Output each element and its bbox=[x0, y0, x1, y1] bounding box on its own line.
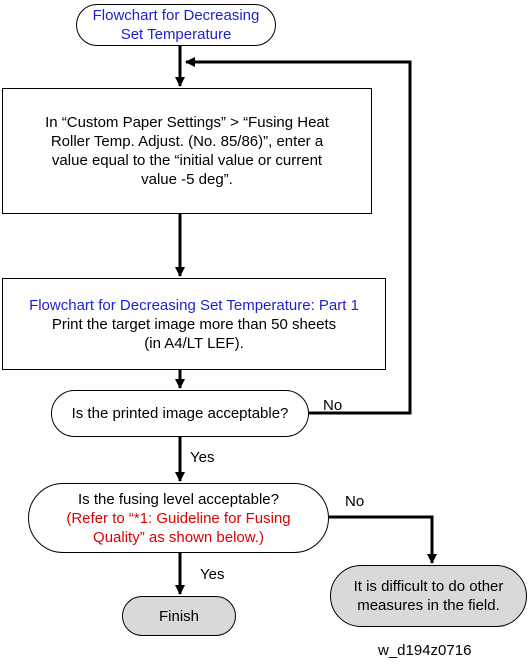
title-line-2: Set Temperature bbox=[120, 26, 232, 43]
step2-line-2: (in A4/LT LEF). bbox=[144, 334, 244, 352]
finish-terminal: Finish bbox=[122, 596, 236, 636]
title-line-1: Flowchart for Decreasing bbox=[92, 7, 260, 24]
decision2-note-line-1: (Refer to “*1: Guideline for Fusing bbox=[66, 509, 291, 527]
label-no-loop: No bbox=[323, 397, 343, 414]
decision2-note-line-2: Quality” as shown below.) bbox=[93, 528, 264, 546]
decision2-text: Is the fusing level acceptable? bbox=[78, 490, 279, 508]
decision-printed-image: Is the printed image acceptable? bbox=[51, 390, 309, 437]
arrow-no-loop-back bbox=[185, 57, 412, 415]
difficult-line-2: measures in the field. bbox=[357, 597, 500, 614]
step2-line-1: Print the target image more than 50 shee… bbox=[51, 315, 337, 333]
step1-line-2: Roller Temp. Adjust. (No. 85/86)”, enter… bbox=[50, 133, 324, 150]
title-terminal: Flowchart for Decreasing Set Temperature bbox=[76, 4, 276, 46]
step1-line-4: value -5 deg”. bbox=[141, 171, 233, 188]
difficult-line-1: It is difficult to do other bbox=[353, 578, 504, 595]
label-yes-2: Yes bbox=[200, 566, 225, 583]
decision-fusing-level: Is the fusing level acceptable? (Refer t… bbox=[28, 483, 329, 553]
difficult-terminal: It is difficult to do other measures in … bbox=[330, 565, 527, 627]
finish-text: Finish bbox=[158, 607, 199, 625]
figure-id: w_d194z0716 bbox=[378, 642, 472, 659]
step-print-target-image: Flowchart for Decreasing Set Temperature… bbox=[2, 278, 386, 370]
step1-line-1: In “Custom Paper Settings” > “Fusing Hea… bbox=[45, 114, 329, 131]
label-no-2: No bbox=[345, 493, 365, 510]
label-yes-1: Yes bbox=[190, 449, 215, 466]
step1-line-3: value equal to the “initial value or cur… bbox=[51, 152, 323, 169]
decision1-text: Is the printed image acceptable? bbox=[71, 405, 289, 422]
step-enter-temperature: In “Custom Paper Settings” > “Fusing Hea… bbox=[2, 88, 372, 214]
arrow-no-to-difficult bbox=[329, 515, 437, 564]
step2-heading: Flowchart for Decreasing Set Temperature… bbox=[29, 296, 359, 314]
